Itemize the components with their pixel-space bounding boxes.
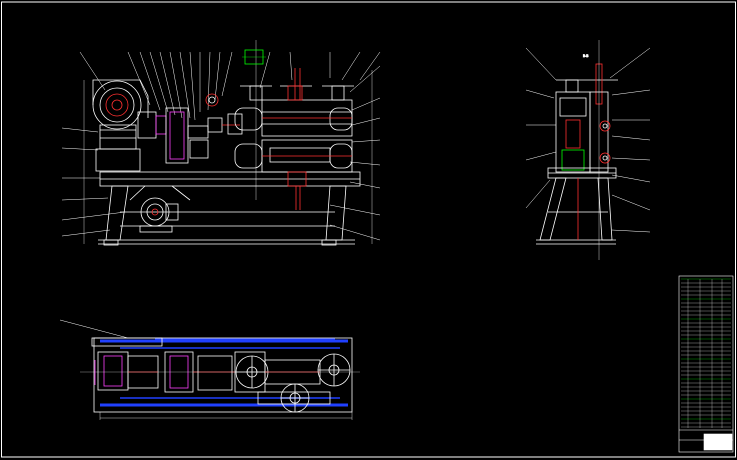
leader-lines-right [329,65,381,241]
top-view [59,319,360,420]
top-frame-outline [93,337,353,413]
title-block [678,275,734,453]
side-right-leg [597,177,613,241]
right-leg [325,185,347,241]
side-view-label: B-B [583,54,588,58]
leader-lines-left [61,127,126,237]
parts-list-rows [681,278,731,428]
leader-lines-top [79,51,381,121]
front-view [61,40,381,246]
title-block-frame [678,275,734,453]
gearbox [165,107,189,164]
side-view: B-B [525,40,651,260]
side-housing [555,91,591,173]
